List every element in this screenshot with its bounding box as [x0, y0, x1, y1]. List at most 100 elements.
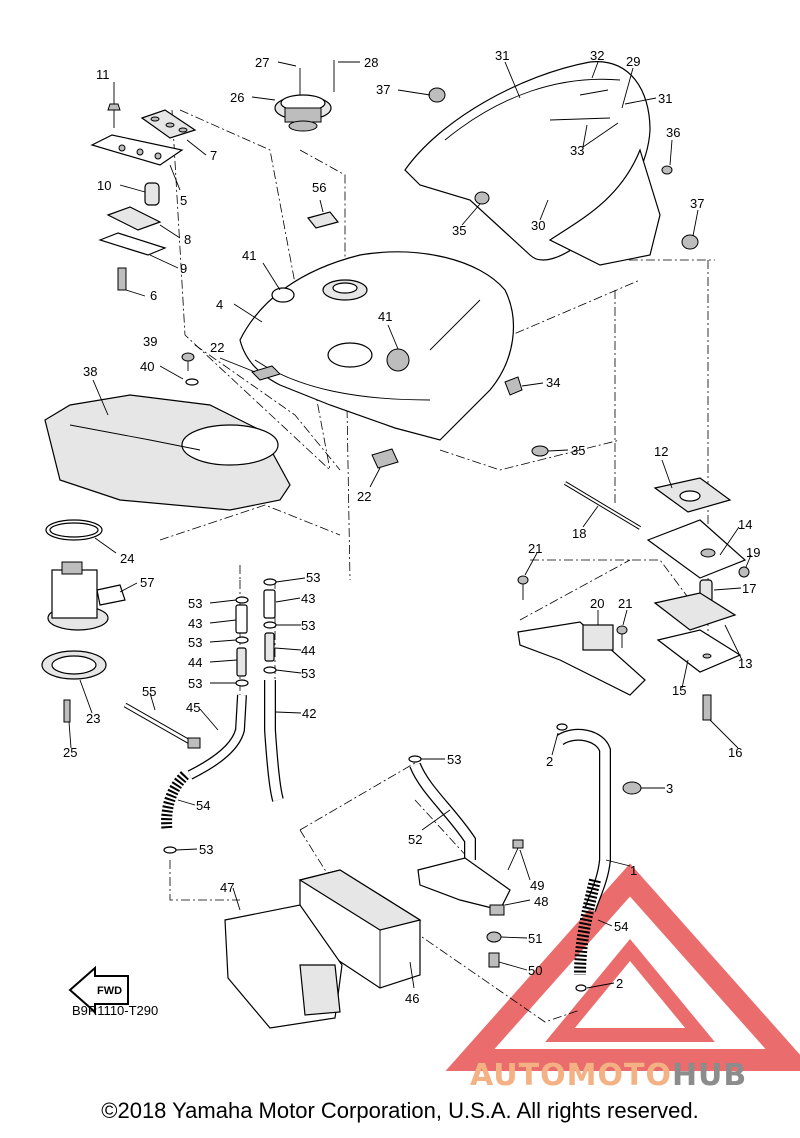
plate-9	[98, 232, 167, 256]
callout-53d: 53	[301, 618, 315, 633]
callout-46: 46	[405, 991, 419, 1006]
watermark-text: AUTOMOTOHUB	[470, 1058, 747, 1093]
label-56	[306, 211, 340, 229]
clip-2a	[556, 723, 568, 731]
callout-14: 14	[738, 517, 752, 532]
callout-2b: 2	[616, 976, 623, 991]
hose-45	[187, 694, 247, 780]
hose-52	[409, 762, 476, 860]
callout-10: 10	[97, 178, 111, 193]
callout-8: 8	[184, 232, 191, 247]
bolt-21b	[616, 625, 628, 648]
callout-31a: 31	[495, 48, 509, 63]
callout-43a: 43	[188, 616, 202, 631]
callout-33: 33	[570, 143, 584, 158]
bracket-48	[417, 857, 511, 916]
callout-labels: 11 7 10 5 8 9 6 27 28 26 56 41 4 41 39 2…	[63, 48, 760, 1006]
callout-26: 26	[230, 90, 244, 105]
callout-18: 18	[572, 526, 586, 541]
rod-18	[563, 481, 642, 530]
callout-39: 39	[143, 334, 157, 349]
callout-40: 40	[140, 359, 154, 374]
callout-30: 30	[531, 218, 545, 233]
protector-54b	[574, 878, 601, 976]
hose-1	[556, 728, 611, 912]
nut-19	[738, 566, 750, 578]
bolt-16	[702, 694, 712, 721]
callout-51: 51	[528, 931, 542, 946]
tank-cover-4	[239, 251, 515, 441]
canister-46	[298, 869, 422, 989]
callout-38: 38	[83, 364, 97, 379]
fuel-cap-26	[274, 60, 335, 132]
clip-2b	[575, 984, 587, 992]
parts-diagram: FWD	[41, 48, 800, 1071]
callout-20: 20	[590, 596, 604, 611]
callout-49: 49	[530, 878, 544, 893]
callout-6: 6	[150, 288, 157, 303]
callout-44a: 44	[188, 655, 202, 670]
protector-54a	[161, 771, 190, 831]
rubber-13	[653, 592, 737, 631]
callout-28: 28	[364, 55, 378, 70]
callout-16: 16	[728, 745, 742, 760]
diagram-code: B9R1110-T290	[72, 1003, 159, 1018]
bracket-14	[646, 519, 747, 579]
plate-15	[656, 629, 742, 673]
callout-19: 19	[746, 545, 760, 560]
callout-41a: 41	[242, 248, 256, 263]
callout-57: 57	[140, 575, 154, 590]
clamp-3	[622, 781, 642, 795]
callout-53h: 53	[447, 752, 461, 767]
callout-9: 9	[180, 261, 187, 276]
callout-43b: 43	[301, 591, 315, 606]
callout-31b: 31	[658, 91, 672, 106]
rubber-mount-8	[106, 206, 162, 231]
callout-48: 48	[534, 894, 548, 909]
callout-11: 11	[96, 67, 110, 82]
callout-3: 3	[666, 781, 673, 796]
callout-55: 55	[142, 684, 156, 699]
callout-37a: 37	[376, 82, 390, 97]
watermark-part1: AUTOMOTO	[470, 1058, 672, 1093]
callout-21b: 21	[618, 596, 632, 611]
callout-56: 56	[312, 180, 326, 195]
callout-53b: 53	[306, 570, 320, 585]
callout-29: 29	[626, 54, 640, 69]
callout-7: 7	[210, 148, 217, 163]
bracket-5	[90, 134, 184, 166]
callout-2a: 2	[546, 754, 553, 769]
callout-15: 15	[672, 683, 686, 698]
rubber-mount-7	[140, 109, 197, 139]
hose-43a	[235, 604, 248, 634]
bolt-21a	[517, 575, 529, 600]
damper-34	[504, 376, 523, 396]
callout-45: 45	[186, 700, 200, 715]
grommet-35a	[474, 191, 490, 205]
callout-27: 27	[255, 55, 269, 70]
clip-37a	[428, 87, 446, 103]
bolt-25	[63, 699, 71, 723]
callout-22a: 22	[210, 340, 224, 355]
copyright-notice: ©2018 Yamaha Motor Corporation, U.S.A. A…	[101, 1098, 699, 1123]
callout-4: 4	[216, 297, 223, 312]
screw-39	[181, 352, 195, 371]
callout-50: 50	[528, 963, 542, 978]
bolt-11	[107, 103, 121, 128]
callout-44b: 44	[301, 643, 315, 658]
bolt-36	[661, 165, 673, 175]
gasket-24	[45, 519, 103, 541]
bolt-49	[507, 839, 524, 871]
band-55	[123, 702, 201, 749]
callout-54a: 54	[196, 798, 210, 813]
collar-10	[144, 182, 160, 206]
callout-24: 24	[120, 551, 134, 566]
callout-53c: 53	[188, 635, 202, 650]
callout-35b: 35	[571, 443, 585, 458]
callout-13: 13	[738, 656, 752, 671]
rubber-12	[653, 477, 732, 513]
callout-37b: 37	[690, 196, 704, 211]
bracket-20	[517, 621, 646, 696]
seat-cowl-29	[404, 61, 661, 266]
callout-23: 23	[86, 711, 100, 726]
